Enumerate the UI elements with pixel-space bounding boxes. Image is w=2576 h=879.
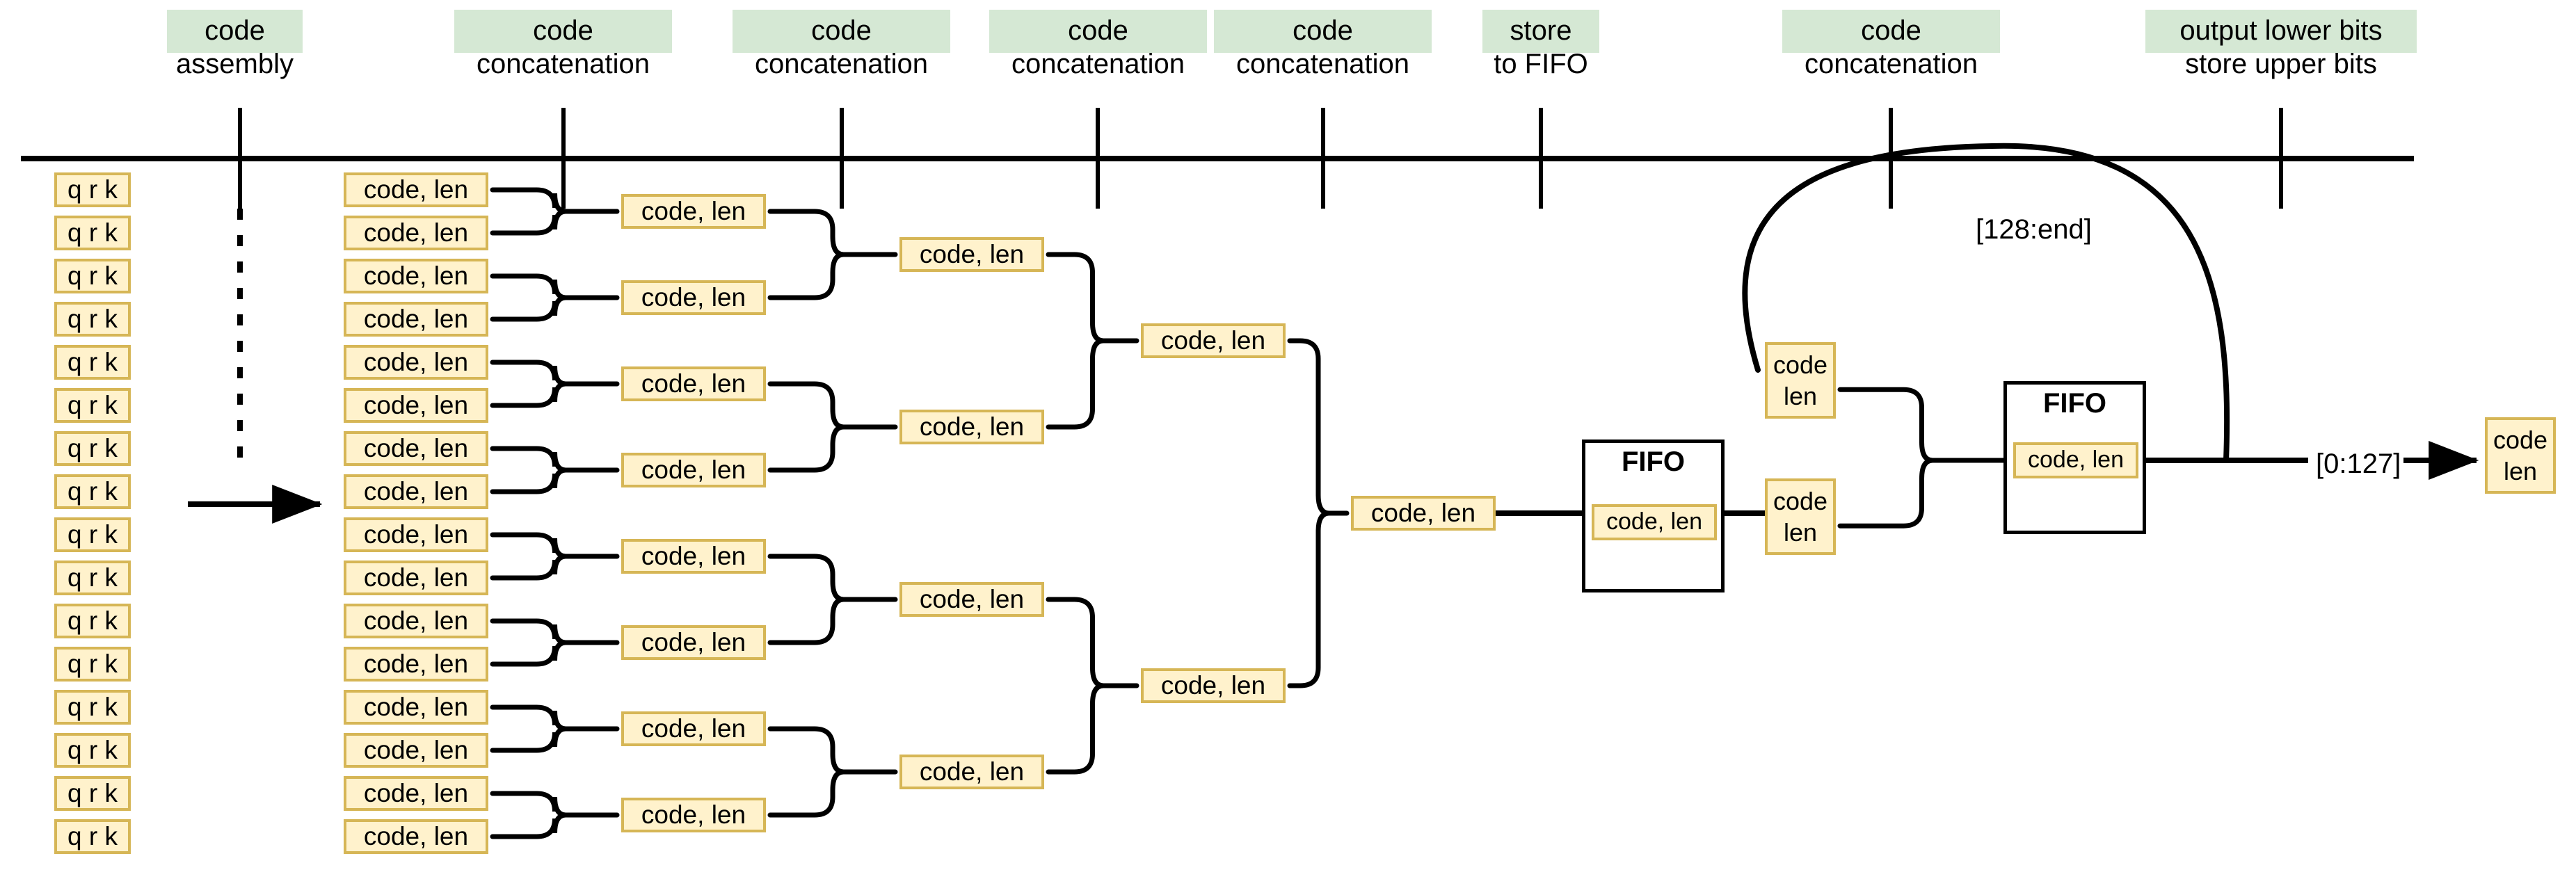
phase-label-code-assembly: code assembly xyxy=(167,10,303,79)
code-len-node: code, len xyxy=(344,302,488,337)
qrk-node: q r k xyxy=(54,604,131,638)
code-len-node: code, len xyxy=(344,819,488,854)
qrk-node: q r k xyxy=(54,388,131,423)
qrk-node: q r k xyxy=(54,647,131,682)
code-len-node: code, len xyxy=(621,539,766,574)
code-len-node: code, len xyxy=(621,625,766,660)
code-len-node: code, len xyxy=(621,280,766,315)
code-len-node: code, len xyxy=(344,561,488,595)
code-len-node: code, len xyxy=(344,517,488,552)
qrk-node: q r k xyxy=(54,172,131,207)
timeline-axis xyxy=(21,108,2414,459)
merge-l1-l2-7 xyxy=(490,791,620,839)
code-len-split-node: code len xyxy=(1765,342,1836,419)
merge-l3-l4-0 xyxy=(1046,252,1139,430)
code-len-node: code, len xyxy=(344,388,488,423)
code-len-node: code, len xyxy=(344,690,488,725)
code-len-node: code, len xyxy=(1141,668,1286,703)
merge-l4-l5-0 xyxy=(1287,338,1350,688)
code-len-node: code, len xyxy=(344,259,488,293)
qrk-node: q r k xyxy=(54,690,131,725)
output-code-len-node: code len xyxy=(2485,417,2556,494)
code-len-node: code, len xyxy=(344,172,488,207)
merge-l2-l3-1 xyxy=(767,381,898,473)
qrk-node: q r k xyxy=(54,345,131,380)
split-merge-brace xyxy=(1837,387,2006,529)
bit-range-label-upper-bits-range: [128:end] xyxy=(1976,214,2092,245)
qrk-node: q r k xyxy=(54,302,131,337)
code-len-node: code, len xyxy=(621,711,766,746)
fifo-1-entry: code, len xyxy=(1592,504,1717,540)
code-len-node: code, len xyxy=(899,237,1044,272)
phase-label-code-concatenation-2: code concatenation xyxy=(733,10,950,79)
code-len-node: code, len xyxy=(621,798,766,832)
phase-label-code-concatenation-4: code concatenation xyxy=(1214,10,1432,79)
phase-label-code-concatenation-1: code concatenation xyxy=(454,10,672,79)
code-len-node: code, len xyxy=(1351,496,1496,531)
code-len-node: code, len xyxy=(1141,323,1286,358)
code-len-node: code, len xyxy=(344,776,488,811)
code-len-node: code, len xyxy=(899,755,1044,789)
code-len-split-node: code len xyxy=(1765,478,1836,555)
bit-range-label-lower-bits-range: [0:127] xyxy=(2316,449,2401,479)
code-len-node: code, len xyxy=(899,582,1044,617)
fifo-1-title: FIFO xyxy=(1621,446,1686,477)
qrk-node: q r k xyxy=(54,517,131,552)
code-len-node: code, len xyxy=(344,474,488,509)
qrk-node: q r k xyxy=(54,216,131,250)
code-len-split-line: len xyxy=(1783,518,1818,547)
qrk-node: q r k xyxy=(54,561,131,595)
code-len-node: code, len xyxy=(621,194,766,229)
code-len-split-line: code xyxy=(1773,487,1828,515)
code-len-split-line: code xyxy=(1773,350,1828,379)
merge-l1-l2-0 xyxy=(490,187,620,236)
merge-l2-l3-2 xyxy=(767,554,898,645)
phase-label-output-store-bits: output lower bits store upper bits xyxy=(2145,10,2417,79)
qrk-node: q r k xyxy=(54,733,131,768)
qrk-node: q r k xyxy=(54,259,131,293)
upper-bits-feedback-path xyxy=(1742,143,2230,463)
code-len-node: code, len xyxy=(899,410,1044,444)
qrk-node: q r k xyxy=(54,776,131,811)
merge-l2-l3-0 xyxy=(767,209,898,300)
output-code-len-line: len xyxy=(2503,457,2538,485)
code-len-split-line: len xyxy=(1783,382,1818,410)
connector-lines xyxy=(490,143,2308,839)
merge-l1-l2-3 xyxy=(490,446,620,494)
merge-l1-l2-5 xyxy=(490,618,620,667)
qrk-node: q r k xyxy=(54,474,131,509)
code-len-node: code, len xyxy=(344,733,488,768)
code-len-node: code, len xyxy=(344,647,488,682)
phase-label-store-to-fifo: store to FIFO xyxy=(1482,10,1599,79)
fifo-2-title: FIFO xyxy=(2042,388,2107,419)
qrk-node: q r k xyxy=(54,431,131,466)
phase-label-code-concatenation-5: code concatenation xyxy=(1782,10,2000,79)
output-code-len-line: code xyxy=(2493,426,2548,454)
merge-l1-l2-6 xyxy=(490,704,620,753)
fifo-2-entry: code, len xyxy=(2013,442,2138,478)
code-len-node: code, len xyxy=(344,604,488,638)
qrk-node: q r k xyxy=(54,819,131,854)
merge-l1-l2-1 xyxy=(490,273,620,322)
code-len-node: code, len xyxy=(344,216,488,250)
merge-l1-l2-2 xyxy=(490,360,620,408)
flow-arrows xyxy=(188,441,2479,524)
code-len-node: code, len xyxy=(344,431,488,466)
merge-l3-l4-1 xyxy=(1046,597,1139,775)
code-len-node: code, len xyxy=(344,345,488,380)
code-len-node: code, len xyxy=(621,453,766,487)
merge-l1-l2-4 xyxy=(490,532,620,581)
code-len-node: code, len xyxy=(621,366,766,401)
phase-label-code-concatenation-3: code concatenation xyxy=(989,10,1207,79)
merge-l2-l3-3 xyxy=(767,726,898,818)
